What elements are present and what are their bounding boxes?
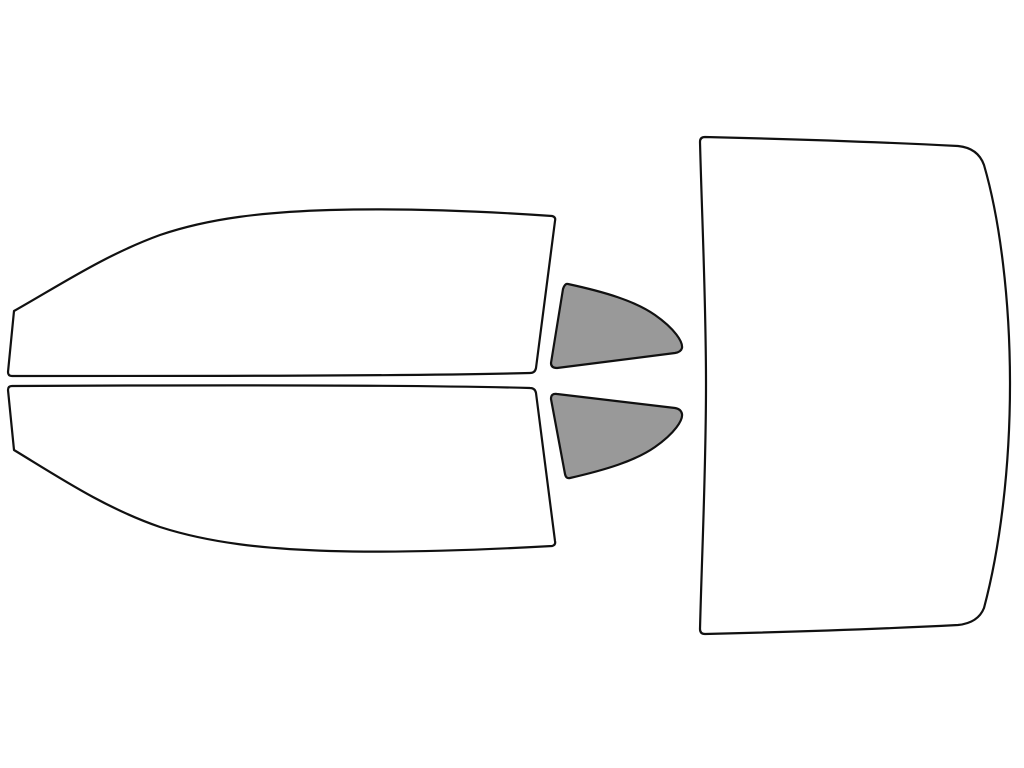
front-door-window-top (6, 208, 557, 378)
rear-quarter-window-bottom (549, 392, 684, 480)
rear-quarter-window-top (549, 282, 684, 370)
front-door-window-bottom (6, 384, 557, 553)
rear-windshield (698, 135, 1012, 636)
